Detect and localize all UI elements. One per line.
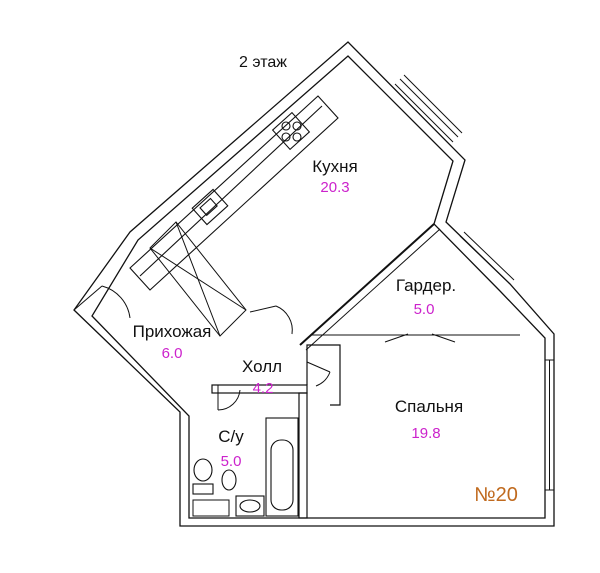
outer-wall-outer bbox=[73, 41, 555, 527]
room-area-bedroom: 19.8 bbox=[411, 425, 441, 442]
wardrobe-window bbox=[459, 231, 515, 285]
washing-machine bbox=[192, 499, 230, 517]
bathroom-right-wall bbox=[298, 392, 308, 519]
hall-bathroom-wall bbox=[211, 384, 308, 394]
kitchen-window bbox=[394, 74, 463, 143]
room-name-bathroom: С/у bbox=[218, 427, 244, 446]
room-area-bathroom: 5.0 bbox=[220, 453, 242, 470]
room-area-hall: 4.2 bbox=[252, 380, 274, 397]
hallway-closet bbox=[149, 221, 247, 337]
washbasin bbox=[235, 495, 265, 517]
apartment-number: №20 bbox=[474, 484, 518, 506]
room-name-kitchen: Кухня bbox=[312, 157, 358, 176]
doors bbox=[73, 285, 456, 411]
room-area-kitchen: 20.3 bbox=[320, 179, 350, 196]
kitchen-bedroom-partition bbox=[299, 223, 435, 346]
kitchen-counter bbox=[129, 95, 339, 291]
room-name-wardrobe: Гардер. bbox=[395, 276, 457, 295]
hall-wall bbox=[306, 344, 341, 406]
room-name-hall: Холл bbox=[241, 357, 283, 376]
floor-label: 2 этаж bbox=[239, 54, 287, 71]
toilet bbox=[192, 458, 237, 495]
room-name-bedroom: Спальня bbox=[394, 397, 464, 416]
bathtub bbox=[265, 417, 299, 517]
outer-wall-inner bbox=[91, 55, 546, 519]
room-area-hallway: 6.0 bbox=[161, 345, 183, 362]
room-area-wardrobe: 5.0 bbox=[413, 301, 435, 318]
partition-inner bbox=[305, 228, 441, 351]
room-name-hallway: Прихожая bbox=[132, 322, 212, 341]
bedroom-window bbox=[544, 359, 555, 491]
